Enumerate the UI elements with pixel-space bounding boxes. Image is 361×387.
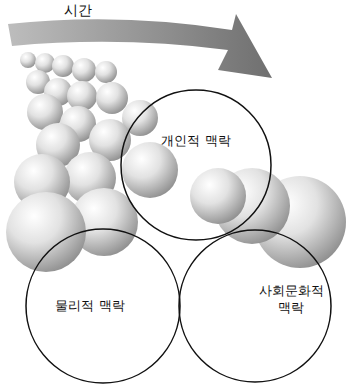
circle-outline [178,229,332,383]
context-circle: 물리적 맥락 [25,228,181,384]
context-label: 물리적 맥락 [55,298,124,315]
context-label: 사회문화적 맥락 [252,283,330,317]
context-circle: 사회문화적 맥락 [178,229,332,383]
context-label: 개인적 맥락 [161,133,230,150]
context-circle: 개인적 맥락 [120,89,272,241]
arrow-label: 시간 [64,2,92,20]
circle-outline [120,89,272,241]
